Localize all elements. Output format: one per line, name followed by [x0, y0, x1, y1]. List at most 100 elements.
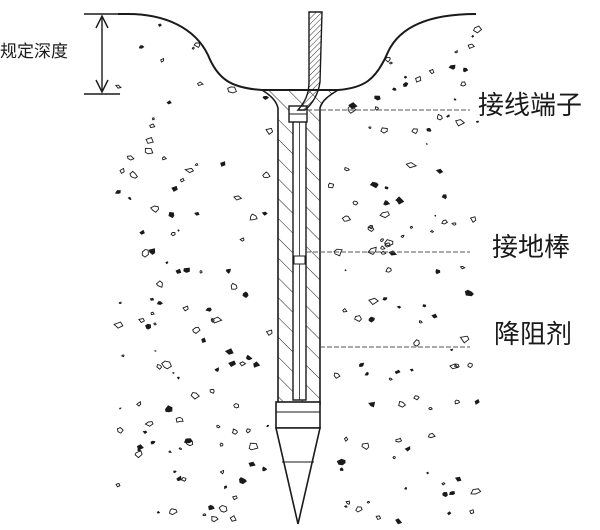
gravel-speck — [225, 268, 231, 274]
gravel-speck — [181, 476, 187, 482]
gravel-speck — [384, 56, 391, 63]
ground-rod-joint — [293, 255, 306, 265]
gravel-speck — [208, 20, 213, 26]
gravel-speck — [345, 500, 351, 505]
gravel-speck — [404, 446, 411, 452]
gravel-speck — [344, 269, 347, 272]
gravel-speck — [342, 307, 348, 313]
gravel-speck — [343, 436, 349, 442]
gravel-speck — [151, 117, 155, 121]
gravel-speck — [113, 321, 124, 329]
gravel-speck — [449, 363, 459, 370]
rod-tip-cone — [274, 427, 322, 525]
gravel-speck — [233, 402, 240, 409]
gravel-speck — [368, 316, 375, 323]
gravel-speck — [208, 504, 215, 511]
gravel-speck — [258, 62, 264, 66]
gravel-speck — [242, 291, 249, 298]
gravel-speck — [230, 282, 238, 290]
gravel-speck — [232, 495, 238, 501]
gravel-speck — [265, 329, 273, 336]
rod-collar — [275, 401, 321, 429]
gravel-speck — [354, 22, 359, 26]
gravel-speck — [355, 506, 363, 513]
gravel-speck — [219, 469, 225, 475]
gravel-speck — [411, 128, 418, 135]
gravel-speck — [219, 442, 224, 447]
gravel-speck — [261, 211, 268, 216]
gravel-speck — [469, 509, 475, 515]
gravel-speck — [160, 57, 165, 63]
gravel-speck — [245, 428, 251, 434]
gravel-speck — [413, 395, 420, 401]
gravel-speck — [253, 361, 261, 368]
gravel-speck — [325, 36, 332, 40]
label-depth: 规定深度 — [0, 42, 68, 62]
gravel-speck — [262, 171, 271, 179]
gravel-speck — [178, 447, 183, 450]
gravel-speck — [388, 61, 393, 65]
gravel-speck — [343, 505, 348, 508]
gravel-speck — [409, 225, 414, 229]
gravel-speck — [469, 216, 477, 223]
gravel-speck — [231, 428, 238, 435]
gravel-speck — [224, 348, 234, 355]
soil-gravel-right — [325, 22, 483, 525]
gravel-speck — [369, 181, 379, 189]
gravel-speck — [467, 43, 476, 49]
gravel-speck — [454, 476, 462, 482]
gravel-speck — [127, 196, 132, 201]
gravel-speck — [400, 234, 405, 238]
gravel-speck — [190, 392, 200, 400]
gravel-speck — [415, 75, 422, 83]
gravel-speck — [352, 200, 359, 206]
gravel-speck — [171, 185, 178, 192]
label-resistance-agent: 降阻剂 — [494, 320, 573, 350]
leader-lines — [306, 109, 470, 348]
gravel-speck — [459, 265, 466, 270]
gravel-speck — [118, 301, 122, 305]
gravel-speck — [413, 339, 420, 347]
gravel-speck — [156, 511, 161, 514]
gravel-speck — [454, 399, 461, 405]
gravel-speck — [347, 104, 357, 114]
gravel-speck — [428, 407, 433, 411]
gravel-speck — [431, 313, 438, 319]
gravel-speck — [473, 25, 483, 34]
gravel-speck — [156, 364, 163, 370]
gravel-speck — [375, 515, 382, 521]
gravel-speck — [379, 211, 390, 219]
gravel-speck — [405, 162, 418, 169]
gravel-speck — [262, 47, 265, 50]
gravel-speck — [384, 239, 394, 247]
gravel-speck — [139, 229, 145, 235]
gravel-speck — [136, 444, 144, 451]
gravel-speck — [459, 335, 470, 344]
soil-gravel-left — [113, 20, 274, 523]
gravel-speck — [199, 270, 203, 274]
gravel-speck — [144, 147, 154, 155]
gravel-speck — [182, 305, 189, 312]
gravel-speck — [375, 106, 379, 111]
gravel-speck — [388, 377, 393, 381]
gravel-speck — [429, 230, 435, 233]
gravel-speck — [153, 322, 157, 326]
gravel-speck — [361, 442, 370, 450]
gravel-speck — [354, 315, 362, 322]
gravel-speck — [425, 143, 429, 145]
gravel-speck — [168, 212, 175, 219]
gravel-speck — [149, 248, 156, 255]
gravel-speck — [202, 513, 207, 517]
gravel-speck — [169, 508, 178, 516]
gravel-speck — [449, 348, 453, 352]
gravel-speck — [437, 113, 443, 121]
gravel-speck — [330, 81, 339, 90]
gravel-speck — [214, 367, 219, 372]
gravel-speck — [383, 200, 391, 206]
gravel-speck — [364, 371, 369, 376]
gravel-speck — [185, 440, 194, 447]
gravel-speck — [395, 518, 403, 525]
gravel-speck — [116, 426, 124, 434]
gravel-speck — [441, 219, 448, 225]
gravel-speck — [442, 492, 448, 498]
